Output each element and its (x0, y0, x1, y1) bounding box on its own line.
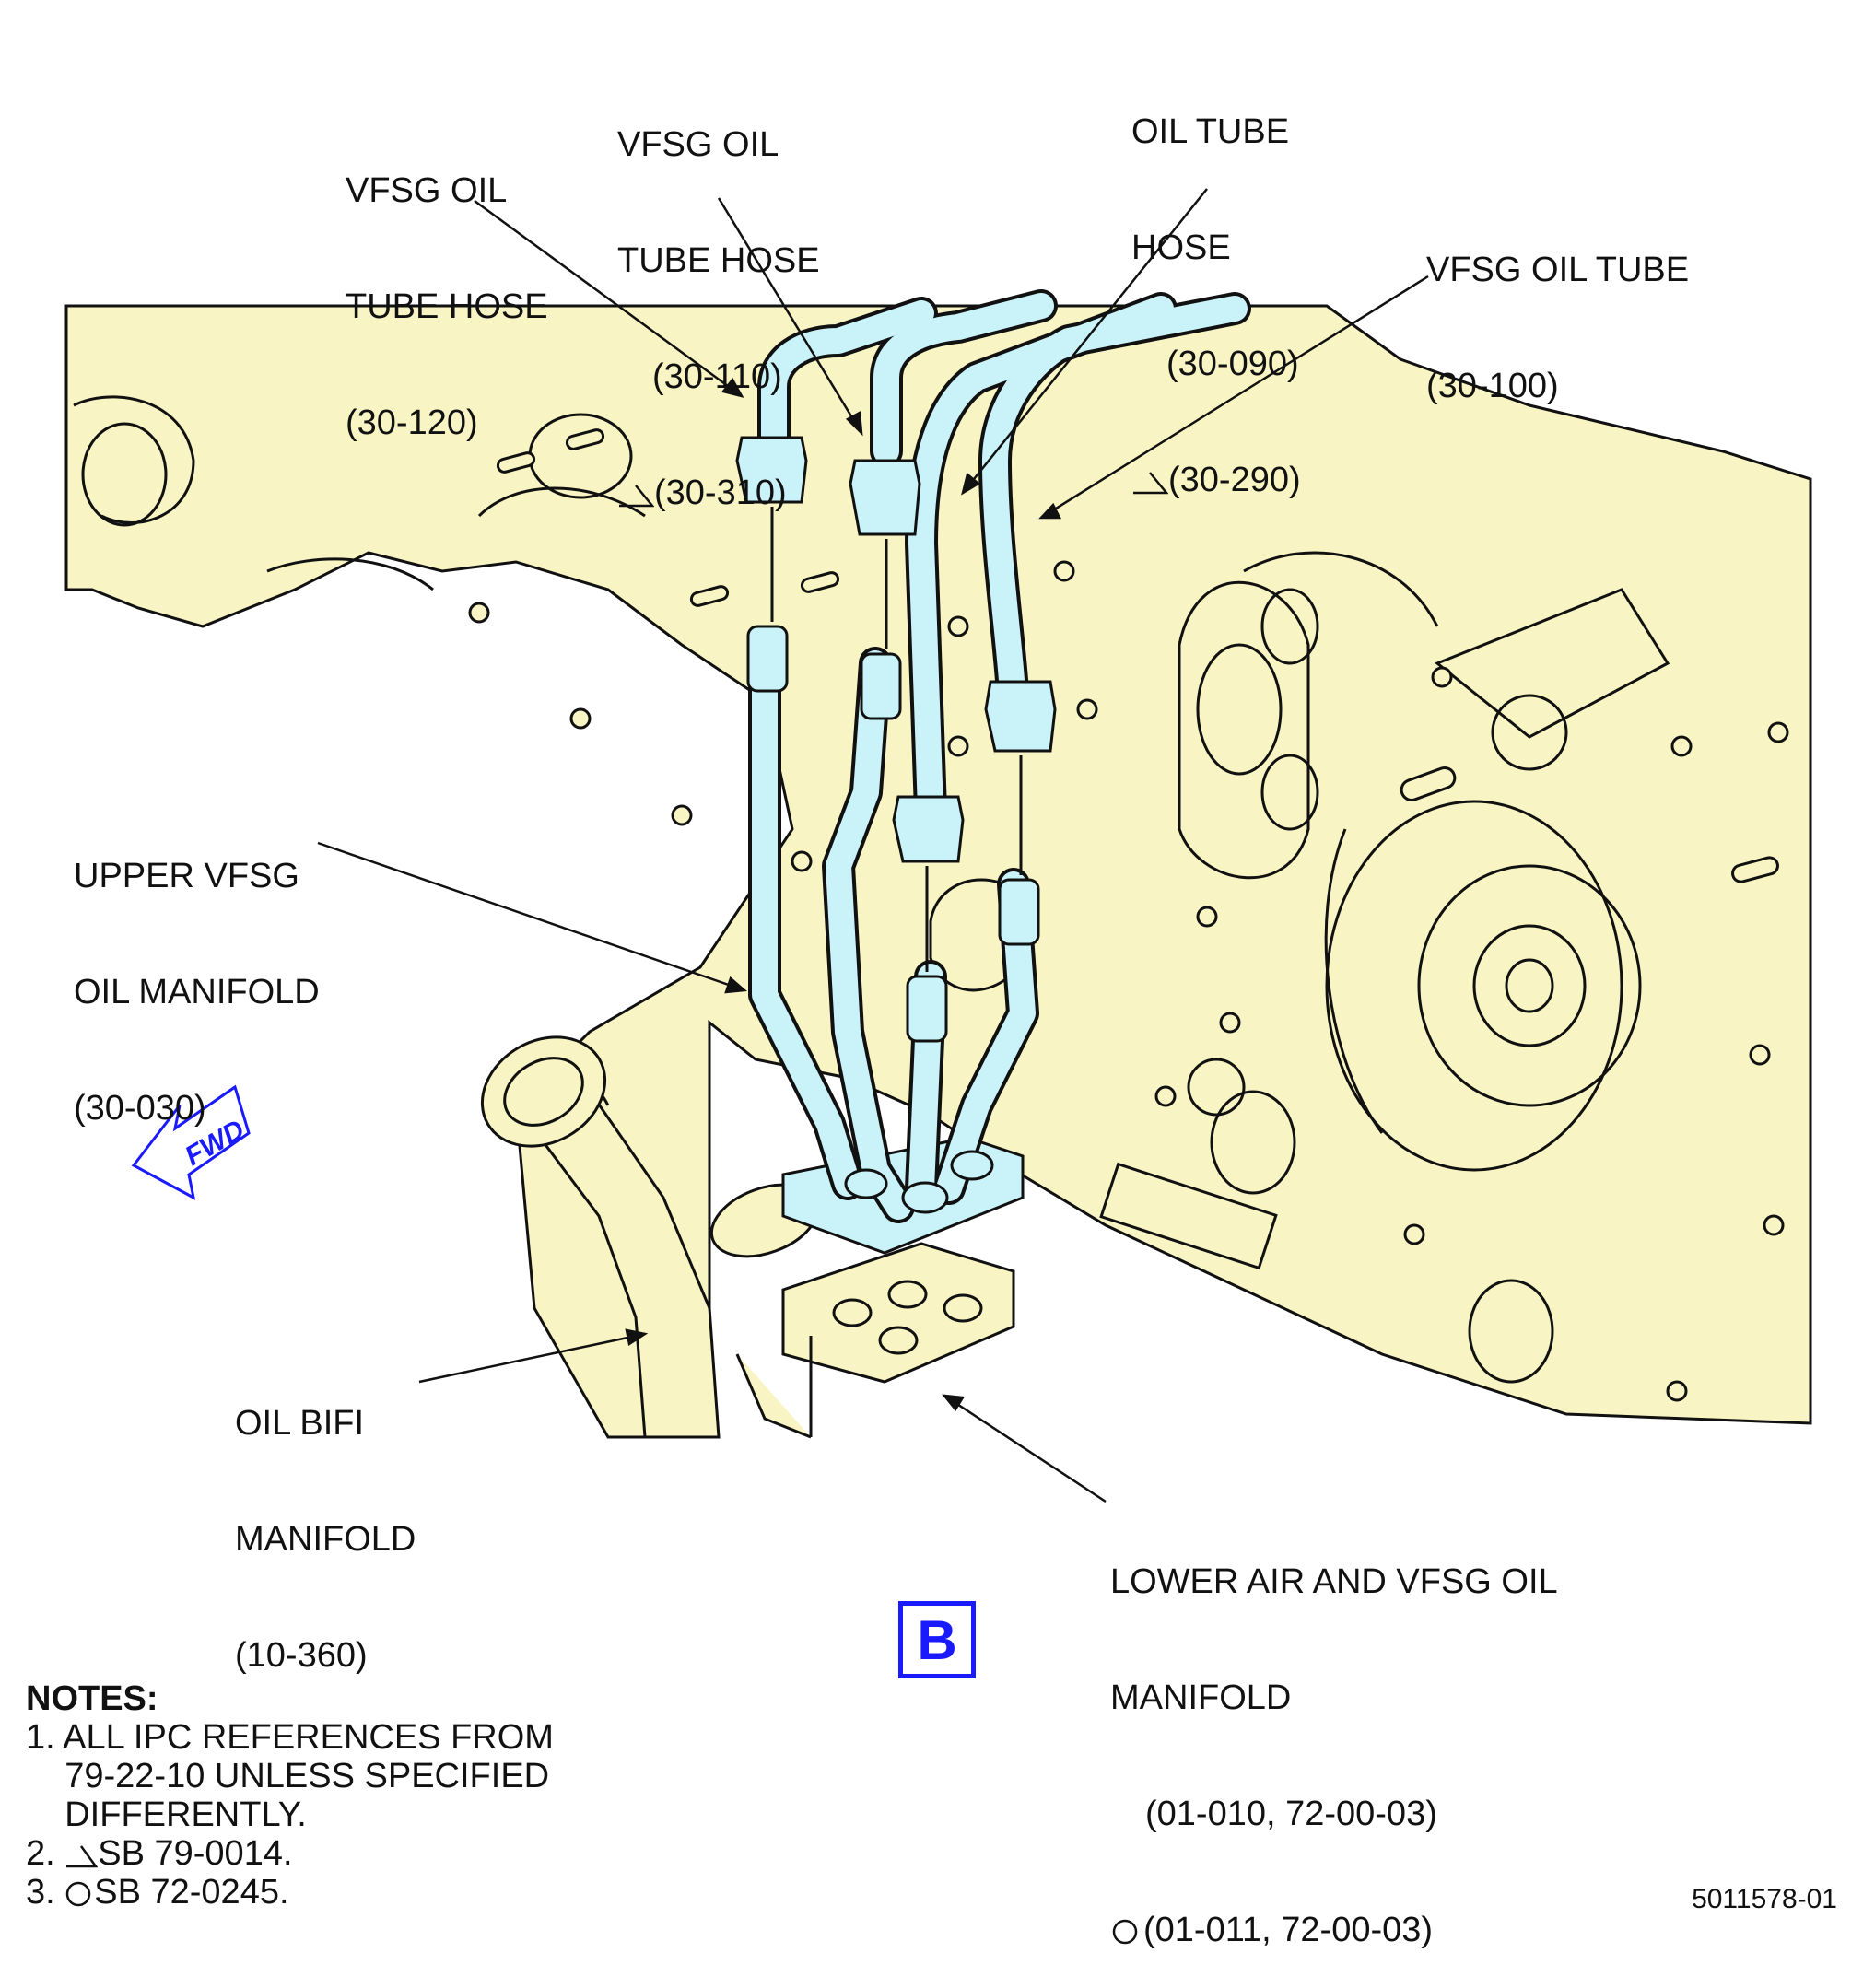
studs (496, 428, 1779, 883)
note-2-number: 2. (26, 1834, 65, 1873)
label-line: UPPER VFSG (74, 857, 299, 895)
note-1-line-2: 79-22-10 UNLESS SPECIFIED (26, 1757, 550, 1795)
label-line-with-circle: (01-011, 72-00-03) (1110, 1911, 1558, 1949)
label-line: (30-030) (74, 1089, 206, 1128)
housing-details (73, 395, 1670, 1384)
label-line: VFSG OIL (617, 125, 779, 164)
label-line: MANIFOLD (1110, 1678, 1292, 1717)
label-line: (30-110) (652, 357, 782, 396)
label-oil-tube-hose: OIL TUBE HOSE (30-090) (30-290) (1131, 35, 1301, 538)
label-lower-air-vfsg-oil-manifold: LOWER AIR AND VFSG OIL MANIFOLD (01-010,… (1110, 1485, 1558, 1988)
label-line-with-triangle: (30-310) (617, 474, 820, 512)
note-2-text: SB 79-0014. (98, 1834, 293, 1873)
fwd-arrow (131, 1084, 251, 1200)
label-upper-vfsg-oil-manifold: UPPER VFSG OIL MANIFOLD (30-030) (74, 779, 320, 1166)
note-triangle-icon (619, 485, 655, 508)
label-oil-bifi-manifold: OIL BIFI MANIFOLD (10-360) (235, 1327, 416, 1713)
note-2: 2. SB 79-0014. (26, 1834, 554, 1873)
label-line: VFSG OIL TUBE (1426, 251, 1690, 289)
notes-title: NOTES: (26, 1679, 158, 1718)
label-line: (01-010, 72-00-03) (1145, 1795, 1437, 1833)
label-line: (30-120) (346, 403, 478, 442)
lower-manifold-plate (735, 1242, 1015, 1439)
engine-housing (64, 304, 1812, 1439)
label-line: TUBE HOSE (346, 287, 548, 326)
label-line: TUBE HOSE (617, 241, 820, 280)
note-3: 3. SB 72-0245. (26, 1873, 554, 1912)
note-circle-icon (1112, 1919, 1138, 1945)
label-line: MANIFOLD (235, 1520, 416, 1559)
leader-lines (317, 188, 1429, 1503)
note-3-text: SB 72-0245. (94, 1873, 289, 1912)
tube-fittings (735, 436, 1057, 1214)
note-circle-icon (66, 1881, 91, 1907)
note-triangle-icon (66, 1845, 99, 1868)
label-vfsg-oil-tube: VFSG OIL TUBE (30-100) (1426, 173, 1689, 444)
label-line: (30-100) (1426, 367, 1559, 405)
label-line: LOWER AIR AND VFSG OIL (1110, 1562, 1558, 1601)
note-1-line-1: 1. ALL IPC REFERENCES FROM (26, 1718, 554, 1757)
label-line: OIL BIFI (235, 1404, 365, 1443)
view-letter-badge: B (898, 1601, 976, 1678)
label-vfsg-oil-tube-hose-30-120: VFSG OIL TUBE HOSE (30-120) (346, 94, 548, 481)
assembly-lines (770, 507, 1023, 972)
label-text: (30-310) (654, 474, 787, 512)
note-triangle-icon (1133, 472, 1169, 495)
figure-number: 5011578-01 (1692, 1884, 1837, 1914)
label-line: (30-090) (1166, 345, 1299, 383)
note-1-line-3: DIFFERENTLY. (26, 1795, 307, 1834)
notes-section: NOTES: 1. ALL IPC REFERENCES FROM 79-22-… (26, 1679, 554, 1912)
label-line: OIL TUBE (1131, 112, 1290, 151)
label-line: HOSE (1131, 228, 1231, 267)
label-line: OIL MANIFOLD (74, 973, 320, 1012)
note-3-number: 3. (26, 1873, 65, 1912)
label-line: VFSG OIL (346, 171, 508, 210)
label-line-with-triangle: (30-290) (1131, 461, 1301, 499)
label-text: (01-011, 72-00-03) (1143, 1911, 1434, 1949)
label-text: (30-290) (1168, 461, 1301, 499)
bolt-heads (468, 560, 1789, 1402)
label-line: (10-360) (235, 1636, 368, 1675)
engine-illustration: FWD (64, 188, 1812, 1503)
label-vfsg-oil-tube-hose-30-110: VFSG OIL TUBE HOSE (30-110) (30-310) (617, 48, 820, 551)
